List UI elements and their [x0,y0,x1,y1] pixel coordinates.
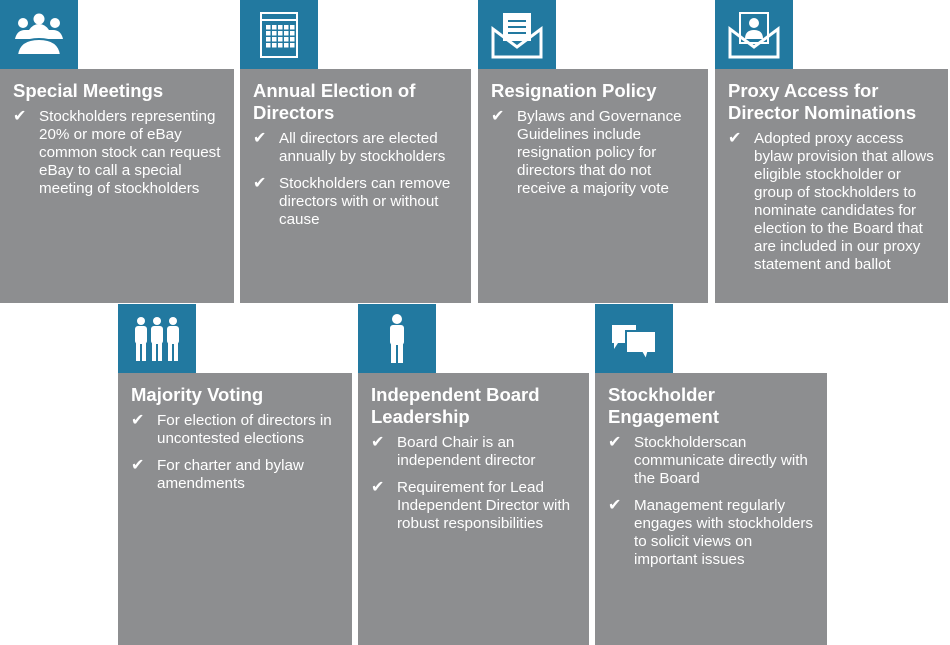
item-text: Stockholders representing 20% or more of… [39,108,221,197]
item-text: Bylaws and Governance Guidelines include… [517,108,682,197]
checkmark-icon: ✔ [13,108,27,125]
item-text: Management regularly engages with stockh… [634,497,813,568]
checkmark-icon: ✔ [491,108,505,125]
feature-card: Resignation Policy ✔ Bylaws and Governance… [478,69,708,303]
feature-card: Independent Board Leadership ✔ Board Chair… [358,373,589,645]
person-icon [390,313,404,363]
item-text: Requirement for Lead Independent Directo… [397,479,571,532]
checkmark-icon: ✔ [371,434,385,451]
icon-tile [595,304,673,373]
checkmark-icon: ✔ [728,130,742,147]
envelope-letter-icon [491,12,543,58]
list-item: ✔ For election of directors in unconteste… [131,412,342,448]
item-text: Stockholderscan communicate directly wit… [634,434,808,487]
list-item: ✔ Management regularly engages with stock… [608,497,817,569]
envelope-person-icon [728,11,780,58]
list-item: ✔ All directors are elected annually by s… [253,130,461,166]
list-item: ✔ Board Chair is an independent director [371,434,579,470]
list-item: ✔ Stockholderscan communicate directly wi… [608,434,817,488]
feature-card: Special Meetings ✔ Stockholders representi… [0,69,234,303]
feature-card: Stockholder Engagement ✔ Stockholderscan c… [595,373,827,645]
item-text: All directors are elected annually by st… [279,130,446,165]
card-title: Proxy Access for Director Nominations [728,80,917,123]
item-text: For charter and bylaw amendments [157,457,304,492]
card-title: Stockholder Engagement [608,384,720,427]
list-item: ✔ Adopted proxy access bylaw provision th… [728,130,938,274]
item-text: Stockholders can remove directors with o… [279,175,451,228]
list-item: ✔ Stockholders can remove directors with … [253,175,461,229]
list-item: ✔ Stockholders representing 20% or more o… [13,108,224,198]
checkmark-icon: ✔ [253,130,267,147]
item-text: For election of directors in uncontested… [157,412,332,447]
checkmark-icon: ✔ [608,434,622,451]
card-title: Resignation Policy [491,80,657,101]
list-item: ✔ Bylaws and Governance Guidelines includ… [491,108,698,198]
icon-tile [240,0,318,69]
checkmark-icon: ✔ [608,497,622,514]
checkmark-icon: ✔ [131,457,145,474]
card-title: Majority Voting [131,384,264,405]
card-title: Independent Board Leadership [371,384,540,427]
item-text: Board Chair is an independent director [397,434,536,469]
icon-tile [118,304,196,373]
checkmark-icon: ✔ [371,479,385,496]
feature-card: Majority Voting ✔ For election of director… [118,373,352,645]
icon-tile [478,0,556,69]
card-title: Annual Election of Directors [253,80,416,123]
group-people-icon [135,316,179,361]
icon-tile [358,304,436,373]
checkmark-icon: ✔ [253,175,267,192]
icon-tile [0,0,78,69]
speech-bubbles-icon [612,324,657,363]
icon-tile [715,0,793,69]
feature-card: Proxy Access for Director Nominations ✔ Ad… [715,69,948,303]
list-item: ✔ Requirement for Lead Independent Direct… [371,479,579,533]
checkmark-icon: ✔ [131,412,145,429]
calendar-icon [260,11,298,58]
item-text: Adopted proxy access bylaw provision tha… [754,130,934,273]
meeting-table-icon [15,13,63,56]
feature-card: Annual Election of Directors ✔ All directo… [240,69,471,303]
list-item: ✔ For charter and bylaw amendments [131,457,342,493]
card-title: Special Meetings [13,80,164,101]
